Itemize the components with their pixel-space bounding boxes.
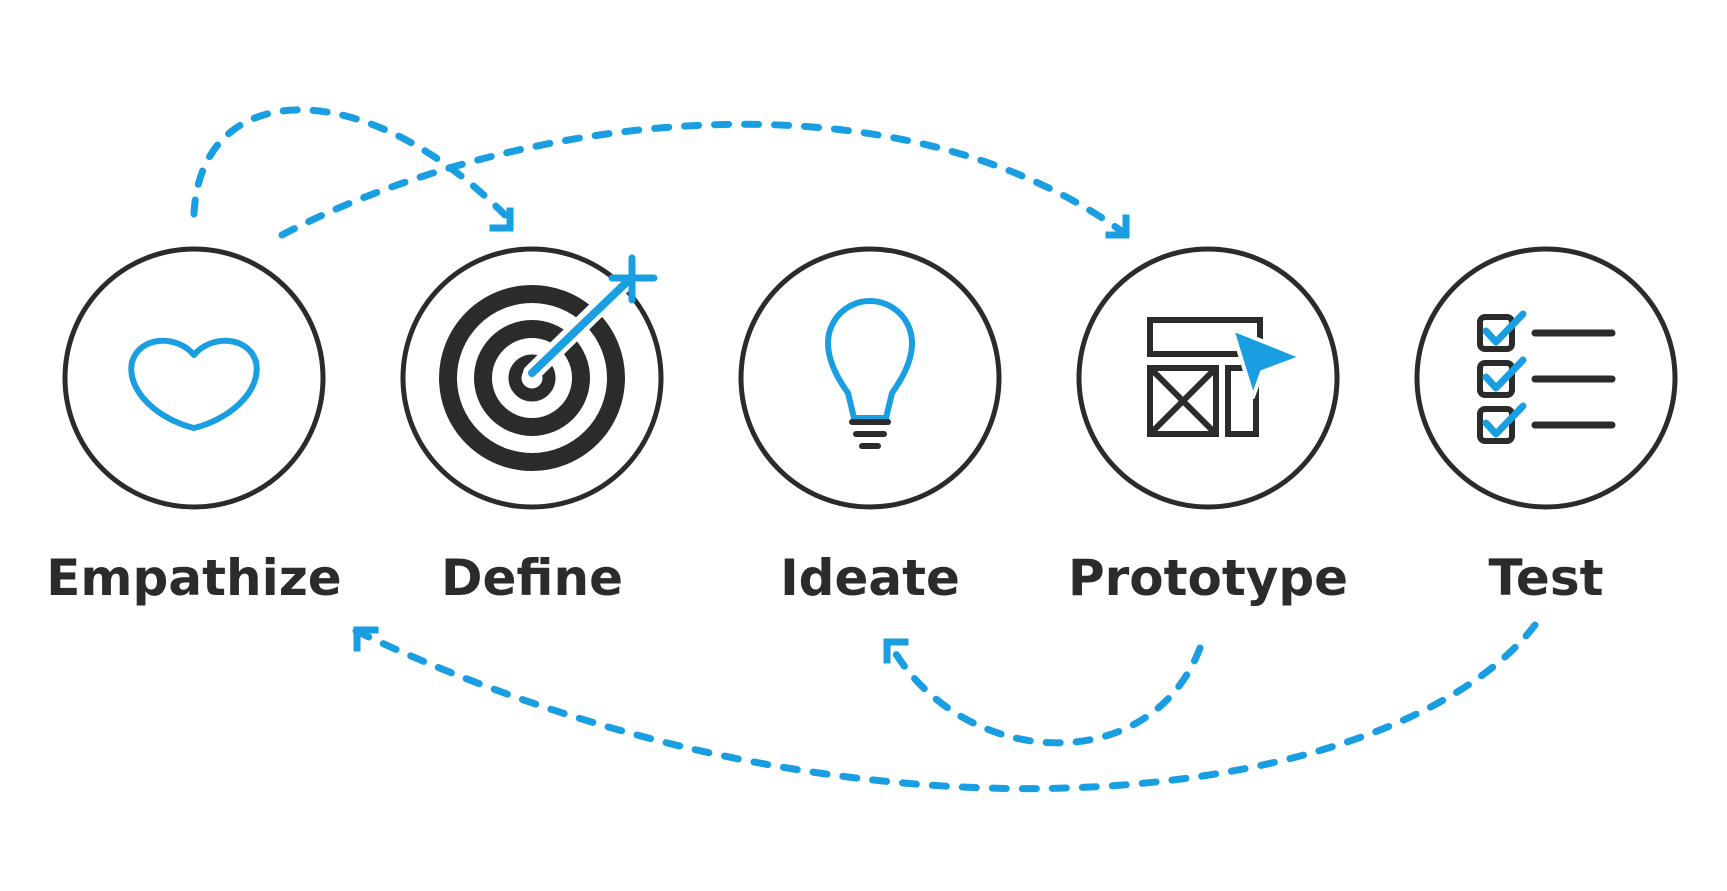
arrowhead-define xyxy=(489,207,514,232)
flow-prototype-to-ideate xyxy=(886,640,1204,747)
wireframe-cursor-icon xyxy=(1147,317,1304,437)
stage-empathize: Empathize xyxy=(46,246,342,607)
checklist-icon xyxy=(1477,310,1616,444)
stage-label-define: Define xyxy=(441,549,623,607)
arrowhead-prototype xyxy=(1105,214,1130,239)
stage-label-ideate: Ideate xyxy=(780,549,960,607)
stage-define: Define xyxy=(400,246,664,607)
lightbulb-icon xyxy=(825,298,915,449)
arrowhead-ideate xyxy=(883,638,909,664)
heart-icon xyxy=(128,337,260,431)
stage-label-prototype: Prototype xyxy=(1068,549,1348,607)
arrowhead-empathize xyxy=(353,626,379,652)
flow-empathize-to-define xyxy=(190,106,509,219)
flow-test-to-empathize xyxy=(352,621,1539,793)
stage-label-test: Test xyxy=(1488,549,1603,607)
flow-empathize-to-prototype xyxy=(278,120,1124,239)
stage-test: Test xyxy=(1414,246,1678,607)
stage-prototype: Prototype xyxy=(1068,246,1348,607)
stage-label-empathize: Empathize xyxy=(46,549,341,607)
stage-ideate: Ideate xyxy=(738,246,1002,607)
target-arrow-icon xyxy=(439,254,658,471)
